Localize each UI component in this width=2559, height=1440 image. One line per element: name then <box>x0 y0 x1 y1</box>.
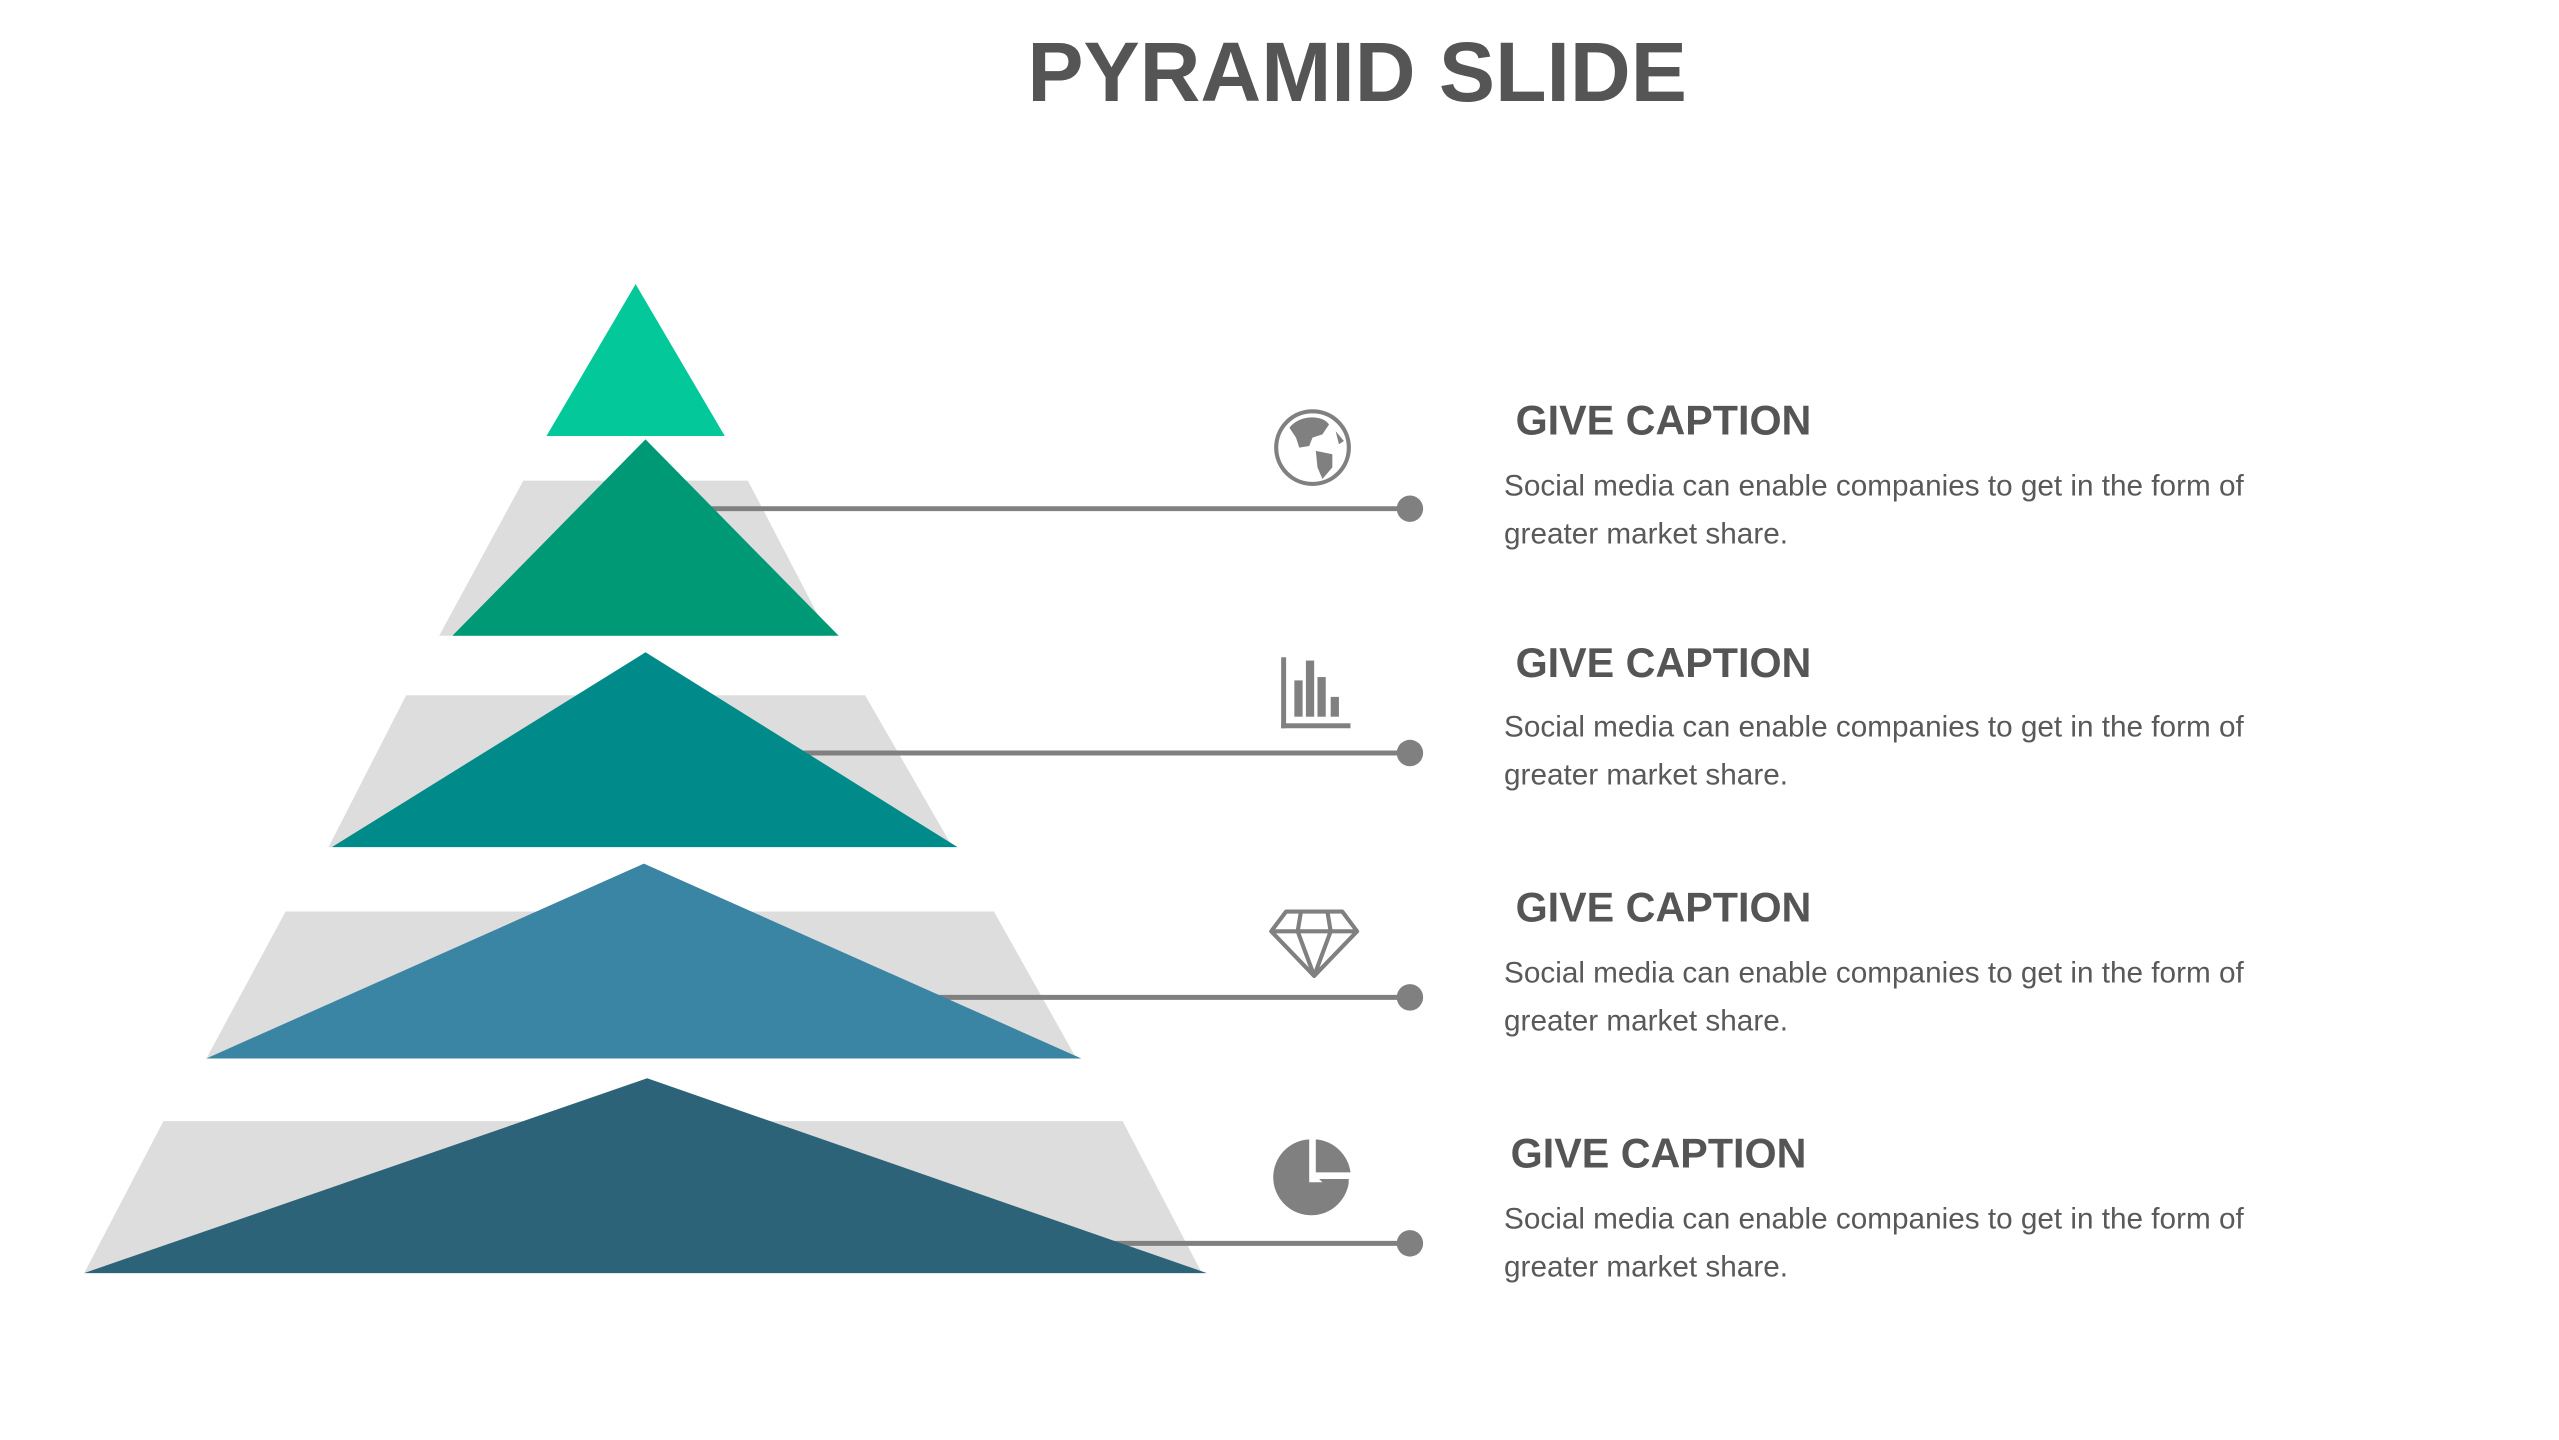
caption-heading: GIVE CAPTION <box>1511 1130 1807 1176</box>
caption-text-line: greater market share. <box>1504 517 1788 550</box>
pyramid-level-2 <box>452 439 839 636</box>
pie-chart-icon <box>1273 1139 1351 1216</box>
connector-dot-2 <box>1396 739 1424 767</box>
diamond-icon <box>1269 909 1360 978</box>
caption-text-line: Social media can enable companies to get… <box>1504 957 2244 990</box>
caption-heading: GIVE CAPTION <box>1516 884 1812 930</box>
connector-dot-3 <box>1396 984 1424 1011</box>
globe-icon <box>1274 409 1351 486</box>
caption-text-line: Social media can enable companies to get… <box>1504 1202 2244 1235</box>
caption-text-line: greater market share. <box>1504 758 1788 791</box>
caption-block-2: GIVE CAPTION Social media can enable com… <box>1504 640 2244 791</box>
bar-chart-icon <box>1281 657 1351 729</box>
pyramid-triangles <box>84 284 1207 1274</box>
pyramid-level-5 <box>84 1078 1207 1274</box>
caption-block-1: GIVE CAPTION Social media can enable com… <box>1504 397 2244 550</box>
connector-dot-1 <box>1396 495 1424 522</box>
pyramid-level-3 <box>331 652 958 848</box>
caption-text-line: greater market share. <box>1504 1250 1788 1283</box>
caption-heading: GIVE CAPTION <box>1516 397 1812 443</box>
caption-block-3: GIVE CAPTION Social media can enable com… <box>1504 884 2244 1037</box>
pyramid-level-4 <box>206 863 1082 1059</box>
caption-text-line: greater market share. <box>1504 1004 1788 1037</box>
connectors <box>693 495 1424 1257</box>
caption-text-line: Social media can enable companies to get… <box>1504 711 2244 744</box>
caption-text-line: Social media can enable companies to get… <box>1504 469 2244 502</box>
connector-dot-4 <box>1396 1230 1424 1257</box>
page-title: PYRAMID SLIDE <box>1027 25 1687 119</box>
pyramid-level-1 <box>546 284 725 437</box>
caption-heading: GIVE CAPTION <box>1516 640 1812 686</box>
caption-block-4: GIVE CAPTION Social media can enable com… <box>1504 1130 2244 1283</box>
